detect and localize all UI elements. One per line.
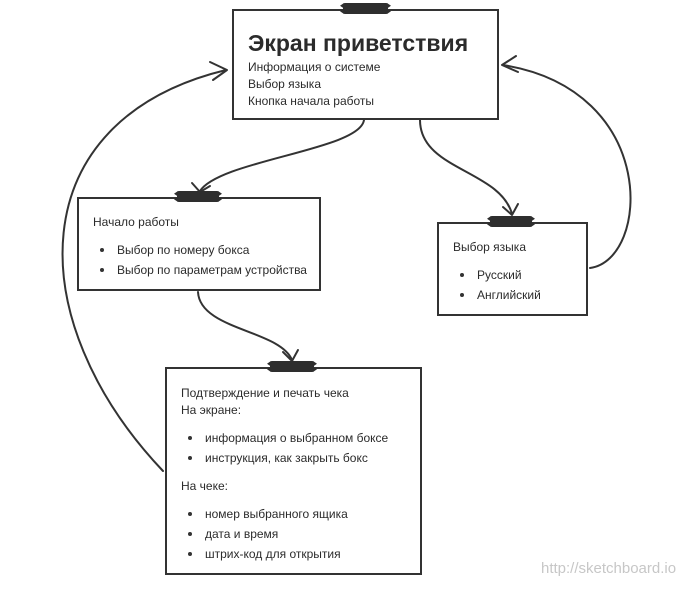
start-bullet-1 [100, 248, 104, 252]
start-item-by-box-number: Выбор по номеру бокса [117, 243, 250, 257]
arrowhead-welcome-left [209, 61, 228, 81]
language-tape [490, 216, 532, 227]
start-title: Начало работы [93, 215, 179, 229]
welcome-title: Экран приветствия [248, 30, 469, 56]
confirm-screen-heading: На экране: [181, 403, 242, 417]
language-title: Выбор языка [453, 240, 526, 254]
confirm-receipt-item-barcode: штрих-код для открытия [205, 547, 341, 561]
welcome-line-language: Выбор языка [248, 77, 321, 91]
confirm-receipt-bullet-1 [188, 512, 192, 516]
confirm-tape [270, 361, 314, 372]
start-bullet-2 [100, 268, 104, 272]
language-bullet-1 [460, 273, 464, 277]
confirm-box: Подтверждение и печать чека На экране: и… [165, 367, 422, 575]
connector-start-to-confirm [197, 291, 293, 361]
language-item-english: Английский [477, 288, 541, 302]
welcome-line-start-button: Кнопка начала работы [248, 94, 375, 108]
connector-language-to-welcome [502, 64, 632, 269]
language-item-russian: Русский [477, 268, 522, 282]
welcome-tape [343, 3, 388, 14]
welcome-screen-box: Экран приветствия Информация о системе В… [232, 9, 499, 120]
confirm-receipt-heading: На чеке: [181, 479, 228, 493]
connector-welcome-to-start [199, 119, 365, 192]
confirm-receipt-item-date-time: дата и время [205, 527, 279, 541]
language-box: Выбор языка Русский Английский [437, 222, 588, 316]
connector-welcome-to-language [419, 119, 513, 215]
confirm-title: Подтверждение и печать чека [181, 386, 349, 400]
confirm-screen-item-box-info: информация о выбранном боксе [205, 431, 389, 445]
confirm-screen-bullet-1 [188, 436, 192, 440]
start-box: Начало работы Выбор по номеру бокса Выбо… [77, 197, 321, 291]
language-bullet-2 [460, 293, 464, 297]
connector-confirm-to-welcome [61, 69, 227, 472]
confirm-screen-item-close-instructions: инструкция, как закрыть бокс [205, 451, 368, 465]
arrowhead-language [502, 203, 519, 216]
confirm-screen-bullet-2 [188, 456, 192, 460]
watermark-text: http://sketchboard.io [541, 560, 677, 577]
start-tape [177, 191, 219, 202]
confirm-receipt-item-box-number: номер выбранного ящика [205, 507, 348, 521]
arrowhead-welcome-right [501, 55, 519, 73]
start-item-by-device-params: Выбор по параметрам устройства [117, 263, 307, 277]
confirm-receipt-bullet-2 [188, 532, 192, 536]
confirm-receipt-bullet-3 [188, 552, 192, 556]
welcome-line-system-info: Информация о системе [248, 60, 381, 74]
